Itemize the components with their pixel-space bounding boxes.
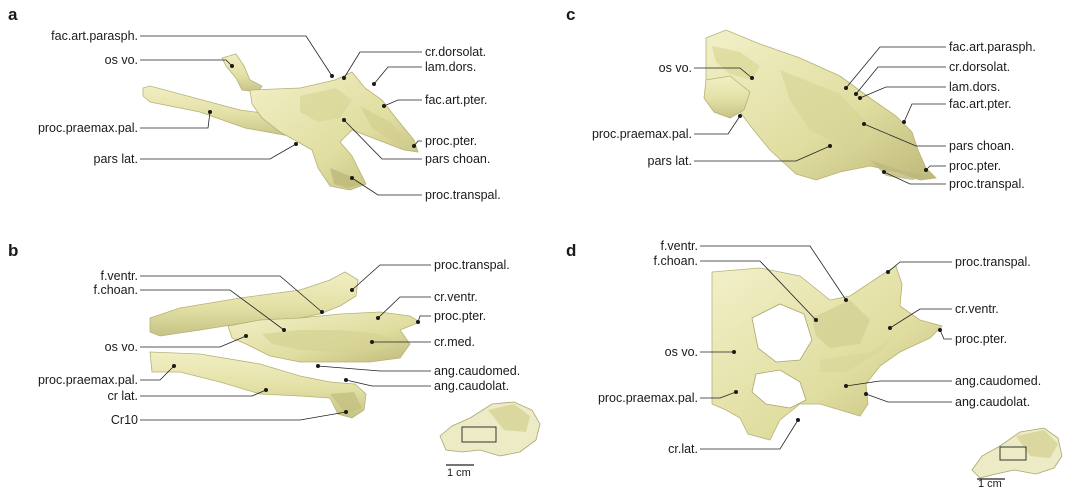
label-a-pars-lat: pars lat. <box>94 152 138 166</box>
label-a-cr-dorsolat: cr.dorsolat. <box>425 45 486 59</box>
label-a-fac-art-pter: fac.art.pter. <box>425 93 488 107</box>
label-a-proc-pter: proc.pter. <box>425 134 477 148</box>
label-a-os-vo: os vo. <box>105 53 138 67</box>
label-c-cr-dorsolat: cr.dorsolat. <box>949 60 1010 74</box>
label-b-ang-caudomed: ang.caudomed. <box>434 364 520 378</box>
label-b-proc-pter: proc.pter. <box>434 309 486 323</box>
label-c-fac-art-parasph: fac.art.parasph. <box>949 40 1036 54</box>
label-a-proc-praemax-pal: proc.praemax.pal. <box>38 121 138 135</box>
label-b-proc-transpal: proc.transpal. <box>434 258 510 272</box>
label-a-fac-art-parasph: fac.art.parasph. <box>51 29 138 43</box>
label-a-lam-dors: lam.dors. <box>425 60 476 74</box>
label-d-proc-praemax-pal: proc.praemax.pal. <box>598 391 698 405</box>
label-b-os-vo: os vo. <box>105 340 138 354</box>
label-d-proc-pter: proc.pter. <box>955 332 1007 346</box>
label-b-f-ventr: f.ventr. <box>100 269 138 283</box>
label-c-proc-transpal: proc.transpal. <box>949 177 1025 191</box>
scale-label-d: 1 cm <box>978 478 1002 490</box>
label-d-proc-transpal: proc.transpal. <box>955 255 1031 269</box>
label-c-fac-art-pter: fac.art.pter. <box>949 97 1012 111</box>
scale-label-b: 1 cm <box>447 467 471 479</box>
label-c-pars-choan: pars choan. <box>949 139 1014 153</box>
label-b-cr10: Cr10 <box>111 413 138 427</box>
panel-a-bone <box>143 54 418 190</box>
label-b-f-choan: f.choan. <box>94 283 138 297</box>
label-c-pars-lat: pars lat. <box>648 154 692 168</box>
label-d-ang-caudomed: ang.caudomed. <box>955 374 1041 388</box>
label-a-proc-transpal: proc.transpal. <box>425 188 501 202</box>
label-b-cr-med: cr.med. <box>434 335 475 349</box>
label-c-proc-praemax-pal: proc.praemax.pal. <box>592 127 692 141</box>
label-c-os-vo: os vo. <box>659 61 692 75</box>
label-a-pars-choan: pars choan. <box>425 152 490 166</box>
label-b-ang-caudolat: ang.caudolat. <box>434 379 509 393</box>
panel-letter-c: c <box>566 6 575 24</box>
panel-c-bone <box>704 30 936 180</box>
label-b-proc-praemax-pal: proc.praemax.pal. <box>38 373 138 387</box>
label-d-f-ventr: f.ventr. <box>660 239 698 253</box>
label-b-cr-ventr: cr.ventr. <box>434 290 478 304</box>
panel-letter-d: d <box>566 242 576 260</box>
panel-letter-a: a <box>8 6 17 24</box>
label-c-proc-pter: proc.pter. <box>949 159 1001 173</box>
label-b-cr-lat: cr lat. <box>107 389 138 403</box>
label-d-cr-ventr: cr.ventr. <box>955 302 999 316</box>
label-d-f-choan: f.choan. <box>654 254 698 268</box>
label-d-os-vo: os vo. <box>665 345 698 359</box>
label-c-lam-dors: lam.dors. <box>949 80 1000 94</box>
skull-inset-d <box>972 428 1062 479</box>
label-d-ang-caudolat: ang.caudolat. <box>955 395 1030 409</box>
panel-letter-b: b <box>8 242 18 260</box>
label-d-cr-lat: cr.lat. <box>668 442 698 456</box>
panel-d-bone <box>712 266 942 440</box>
skull-inset-b <box>440 402 540 465</box>
